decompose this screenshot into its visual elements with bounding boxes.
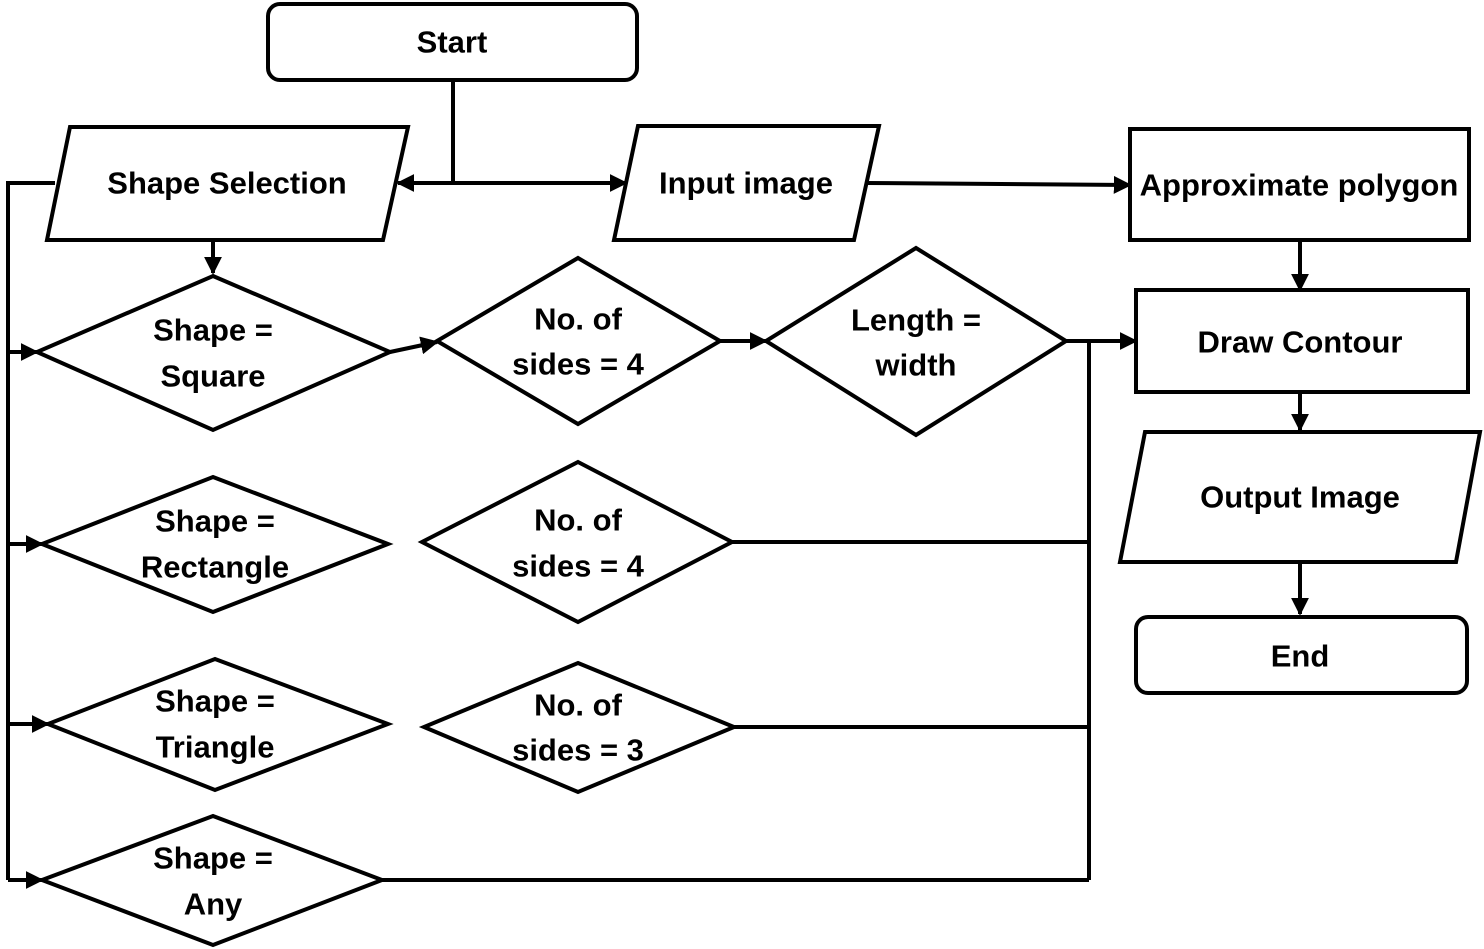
start-label: Start bbox=[417, 25, 488, 60]
length-width-line2: width bbox=[875, 348, 957, 383]
length-width-line1: Length = bbox=[851, 303, 981, 338]
node-shape-square: Shape = Square bbox=[32, 273, 396, 433]
sides4-rectangle-line1: No. of bbox=[534, 503, 622, 538]
node-input-image: Input image bbox=[611, 124, 882, 242]
input-image-label: Input image bbox=[659, 166, 833, 201]
draw-contour-label: Draw Contour bbox=[1198, 325, 1403, 360]
shape-square-line1: Shape = bbox=[153, 313, 273, 348]
sides4-rectangle-line2: sides = 4 bbox=[512, 549, 645, 584]
node-length-width: Length = width bbox=[762, 245, 1070, 438]
shape-selection-label: Shape Selection bbox=[107, 166, 346, 201]
node-shape-any: Shape = Any bbox=[36, 813, 388, 948]
node-approximate-polygon: Approximate polygon bbox=[1128, 127, 1471, 242]
node-draw-contour: Draw Contour bbox=[1134, 288, 1470, 394]
sides4-square-line2: sides = 4 bbox=[512, 347, 645, 382]
end-label: End bbox=[1271, 639, 1330, 674]
edge-left-bus bbox=[6, 181, 55, 880]
node-sides3-triangle: No. of sides = 3 bbox=[418, 660, 740, 795]
node-output-image: Output Image bbox=[1117, 430, 1483, 564]
shape-any-line2: Any bbox=[184, 887, 243, 922]
node-end: End bbox=[1134, 615, 1469, 695]
connectors bbox=[6, 80, 1309, 889]
shape-any-line1: Shape = bbox=[153, 841, 273, 876]
output-image-label: Output Image bbox=[1200, 480, 1400, 515]
shape-triangle-line1: Shape = bbox=[155, 684, 275, 719]
shape-triangle-line2: Triangle bbox=[156, 730, 275, 765]
approximate-polygon-label: Approximate polygon bbox=[1140, 168, 1459, 203]
node-shape-triangle: Shape = Triangle bbox=[42, 656, 394, 793]
shape-square-line2: Square bbox=[160, 359, 265, 394]
node-sides4-rectangle: No. of sides = 4 bbox=[417, 459, 737, 625]
node-shape-rectangle: Shape = Rectangle bbox=[36, 474, 394, 615]
edge-square-to-sides bbox=[389, 336, 439, 355]
shape-rectangle-line2: Rectangle bbox=[141, 550, 289, 585]
sides3-triangle-line2: sides = 3 bbox=[512, 733, 644, 768]
sides3-triangle-line1: No. of bbox=[534, 688, 622, 723]
edge-input-to-approx bbox=[865, 175, 1132, 194]
shape-rectangle-line1: Shape = bbox=[155, 504, 275, 539]
node-shape-selection: Shape Selection bbox=[44, 125, 411, 242]
node-sides4-square: No. of sides = 4 bbox=[433, 255, 724, 427]
node-start: Start bbox=[266, 2, 639, 82]
sides4-square-line1: No. of bbox=[534, 302, 622, 337]
